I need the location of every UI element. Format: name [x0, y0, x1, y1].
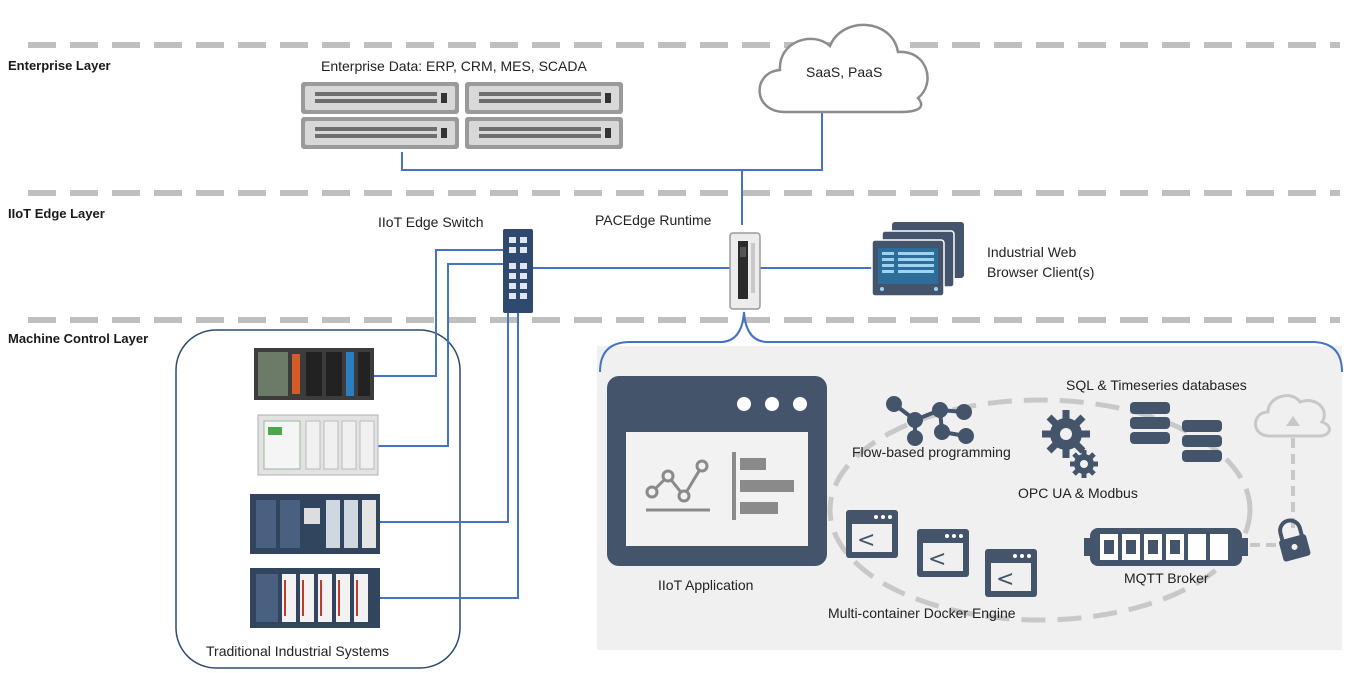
browser-label-line2: Browser Client(s): [987, 264, 1095, 280]
enterprise-layer-label: Enterprise Layer: [8, 58, 111, 73]
svg-text:<: <: [996, 567, 1014, 592]
svg-text:<: <: [857, 528, 875, 553]
message-broker-icon: [1084, 528, 1248, 566]
switch-label: IIoT Edge Switch: [378, 214, 484, 230]
plc-icon: [250, 348, 380, 628]
database-icon: [1130, 402, 1222, 462]
connection-lines: [374, 112, 872, 599]
flow-label: Flow-based programming: [852, 444, 1011, 460]
runtime-servers-line: [401, 152, 742, 171]
docker-ellipse: [827, 397, 1253, 623]
gears-icon: [1042, 410, 1098, 478]
node-graph-icon: [886, 396, 974, 446]
traditional-systems-box: [175, 329, 461, 669]
panel-brace: [599, 311, 1343, 373]
browser-windows-icon: [871, 222, 964, 297]
opc-label: OPC UA & Modbus: [1018, 485, 1138, 501]
runtime-cloud-line: [741, 112, 823, 225]
application-window-icon: [607, 376, 827, 566]
lock-icon: [1278, 518, 1311, 562]
iiot-app-label: IIoT Application: [658, 577, 754, 593]
mqtt-label: MQTT Broker: [1124, 570, 1209, 586]
switch-plc2-line: [376, 263, 503, 447]
enterprise-data-label: Enterprise Data: ERP, CRM, MES, SCADA: [321, 58, 587, 74]
layer-separators: [28, 42, 1340, 323]
svg-text:<: <: [928, 547, 946, 572]
server-rack-icon: [301, 82, 623, 149]
machine-layer-label: Machine Control Layer: [8, 331, 149, 346]
docker-label: Multi-container Docker Engine: [828, 605, 1016, 621]
runtime-label: PACEdge Runtime: [595, 212, 712, 228]
cloud-label: SaaS, PaaS: [806, 64, 883, 80]
switch-plc4-line: [380, 313, 519, 599]
switch-plc1-line: [374, 249, 503, 377]
container-window-icon: < < <: [846, 510, 1037, 597]
edge-device-icon: [729, 232, 761, 310]
browser-label-line1: Industrial Web: [987, 244, 1077, 260]
network-switch-icon: [503, 229, 533, 313]
sql-label: SQL & Timeseries databases: [1066, 377, 1247, 393]
edge-layer-label: IIoT Edge Layer: [8, 206, 105, 221]
cloud-icon: [758, 23, 929, 114]
cloud-upload-icon: [1254, 394, 1331, 438]
switch-plc3-line: [380, 313, 509, 523]
traditional-systems-label: Traditional Industrial Systems: [206, 643, 390, 659]
